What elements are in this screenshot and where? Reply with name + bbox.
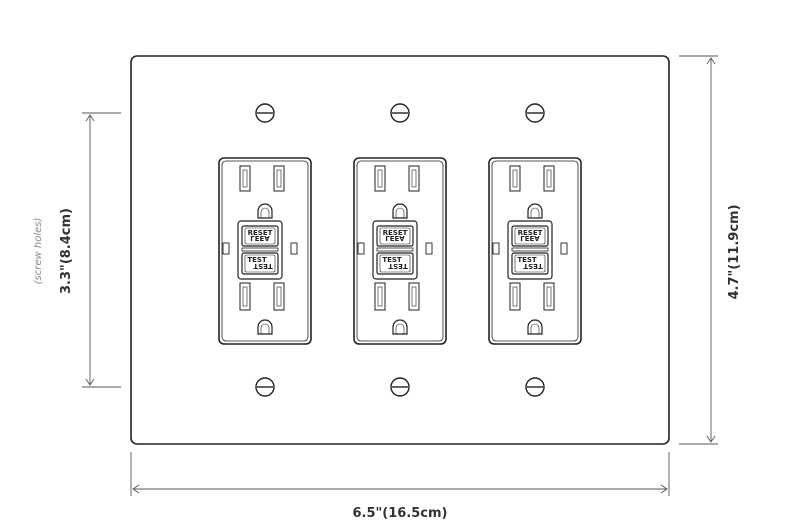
test-mirror-label: TEST xyxy=(253,262,273,270)
reset-button xyxy=(241,225,279,247)
ground-hole-bottom xyxy=(257,319,273,335)
slot-hot-bottom xyxy=(408,282,420,311)
width-label: 6.5"(16.5cm) xyxy=(352,506,447,521)
slot-hot xyxy=(273,165,285,192)
screw-spacing-dimension xyxy=(82,112,121,388)
reset-mirror-label: LEEA xyxy=(520,234,540,242)
screw-icon xyxy=(390,377,410,397)
test-label: TEST xyxy=(247,256,267,264)
indicator-left xyxy=(492,242,500,255)
reset-mirror-label: LEEA xyxy=(385,234,405,242)
indicator-left xyxy=(357,242,365,255)
test-button xyxy=(241,252,279,275)
screw-holes xyxy=(255,103,545,397)
screw-holes-note: (screw holes) xyxy=(33,218,44,285)
test-mirror-label: TEST xyxy=(388,262,408,270)
screw-spacing-label: 3.3"(8.4cm) xyxy=(59,208,74,294)
test-button xyxy=(376,252,414,275)
slot-hot-bottom xyxy=(543,282,555,311)
slot-neutral xyxy=(509,165,521,192)
slot-hot xyxy=(543,165,555,192)
screw-icon xyxy=(255,377,275,397)
screw-icon xyxy=(255,103,275,123)
indicator-left xyxy=(222,242,230,255)
reset-button xyxy=(376,225,414,247)
reset-button xyxy=(511,225,549,247)
slot-neutral-bottom xyxy=(374,282,386,311)
ground-hole xyxy=(257,203,273,219)
height-label: 4.7"(11.9cm) xyxy=(727,204,742,299)
ground-hole-bottom xyxy=(392,319,408,335)
slot-hot-bottom xyxy=(273,282,285,311)
reset-label: RESET xyxy=(383,229,408,237)
test-label: TEST xyxy=(517,256,537,264)
ground-hole-bottom xyxy=(527,319,543,335)
screw-icon xyxy=(525,103,545,123)
indicator-right xyxy=(425,242,433,255)
test-button xyxy=(511,252,549,275)
test-mirror-label: TEST xyxy=(523,262,543,270)
slot-neutral-bottom xyxy=(509,282,521,311)
reset-mirror-label: LEEA xyxy=(250,234,270,242)
ground-hole xyxy=(527,203,543,219)
outlets-group: RESETLEEATESTTESTRESETLEEATESTTESTRESETL… xyxy=(218,157,582,345)
slot-hot xyxy=(408,165,420,192)
reset-label: RESET xyxy=(518,229,543,237)
indicator-right xyxy=(290,242,298,255)
indicator-right xyxy=(560,242,568,255)
reset-label: RESET xyxy=(248,229,273,237)
slot-neutral xyxy=(374,165,386,192)
test-label: TEST xyxy=(382,256,402,264)
slot-neutral-bottom xyxy=(239,282,251,311)
height-dimension xyxy=(679,55,718,445)
ground-hole xyxy=(392,203,408,219)
width-dimension xyxy=(130,452,670,496)
screw-icon xyxy=(525,377,545,397)
screw-icon xyxy=(390,103,410,123)
slot-neutral xyxy=(239,165,251,192)
